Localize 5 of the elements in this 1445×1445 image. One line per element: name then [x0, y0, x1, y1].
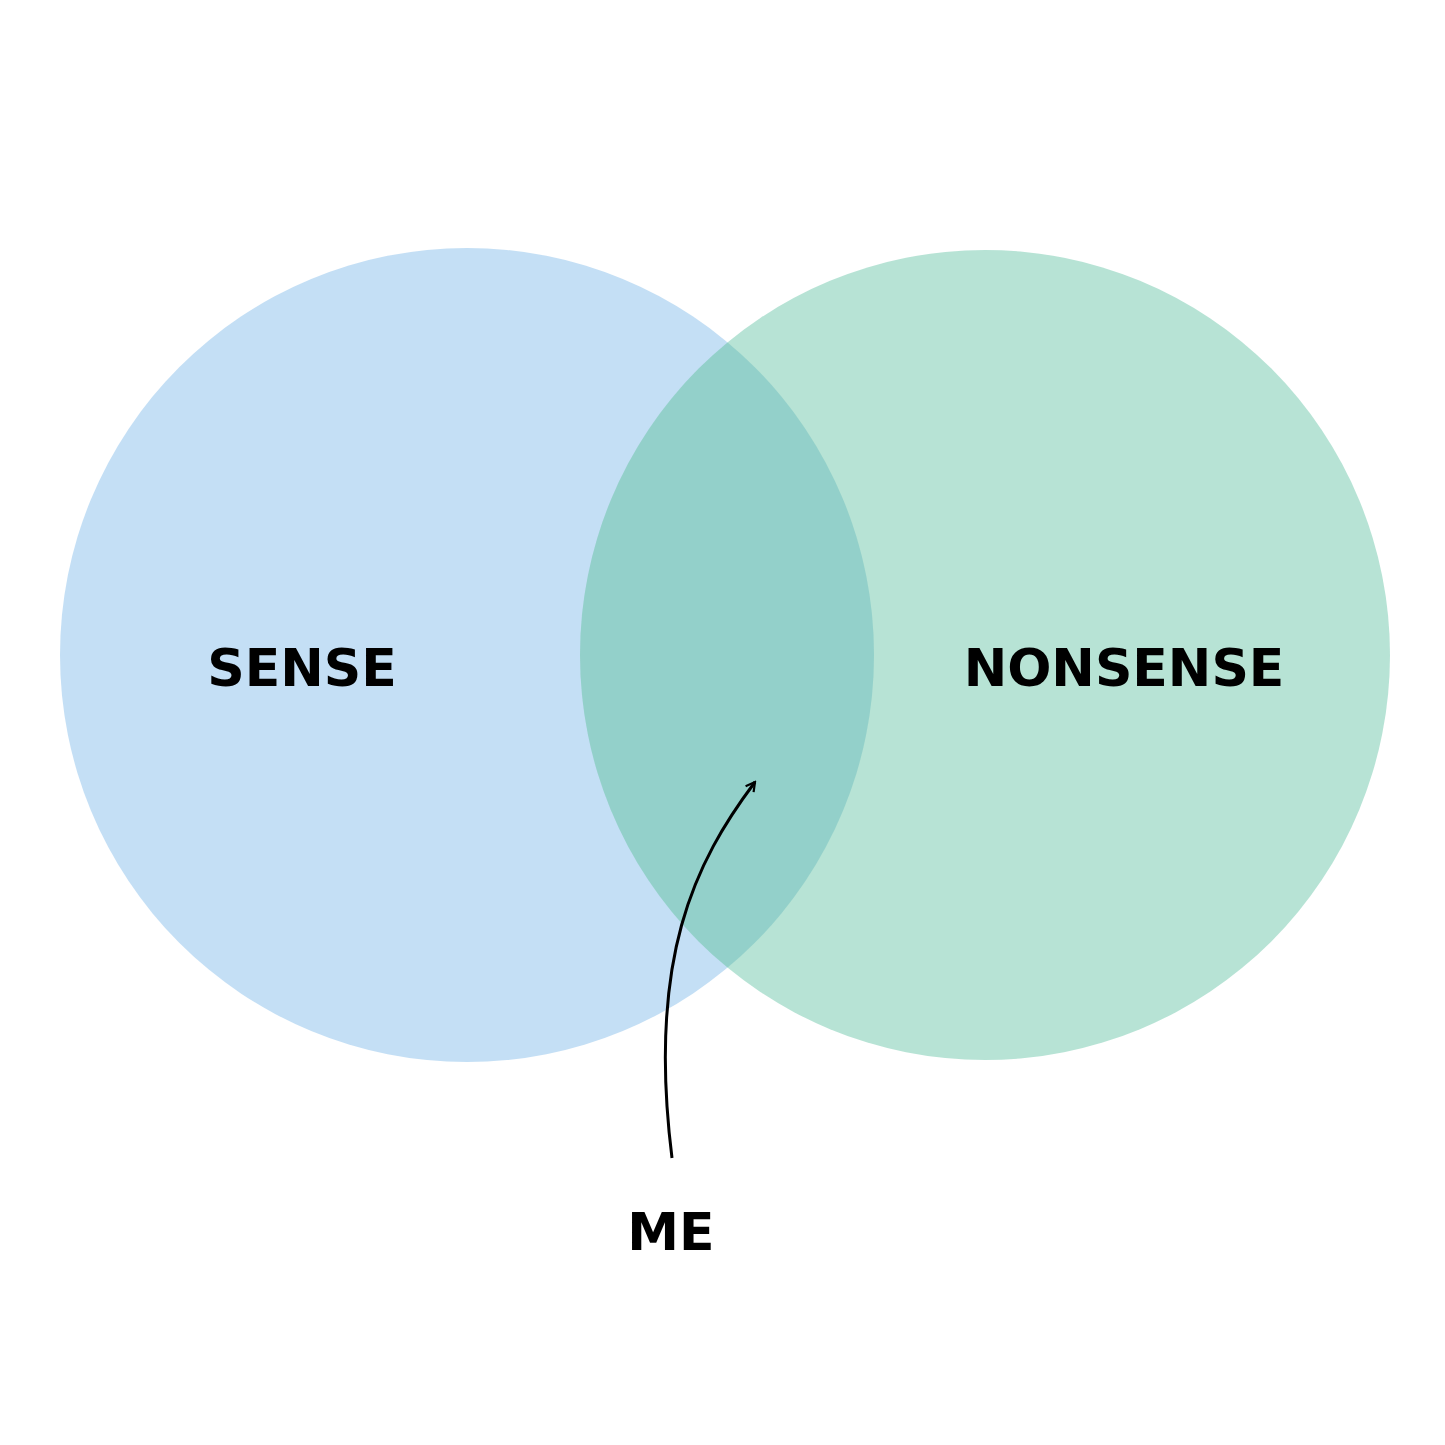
- circle-label: SENSE: [207, 638, 397, 698]
- circle-label: NONSENSE: [963, 638, 1285, 698]
- overlap-region: [580, 342, 874, 968]
- leader-arrow: [663, 780, 757, 1159]
- callout-label: ME: [627, 1202, 715, 1262]
